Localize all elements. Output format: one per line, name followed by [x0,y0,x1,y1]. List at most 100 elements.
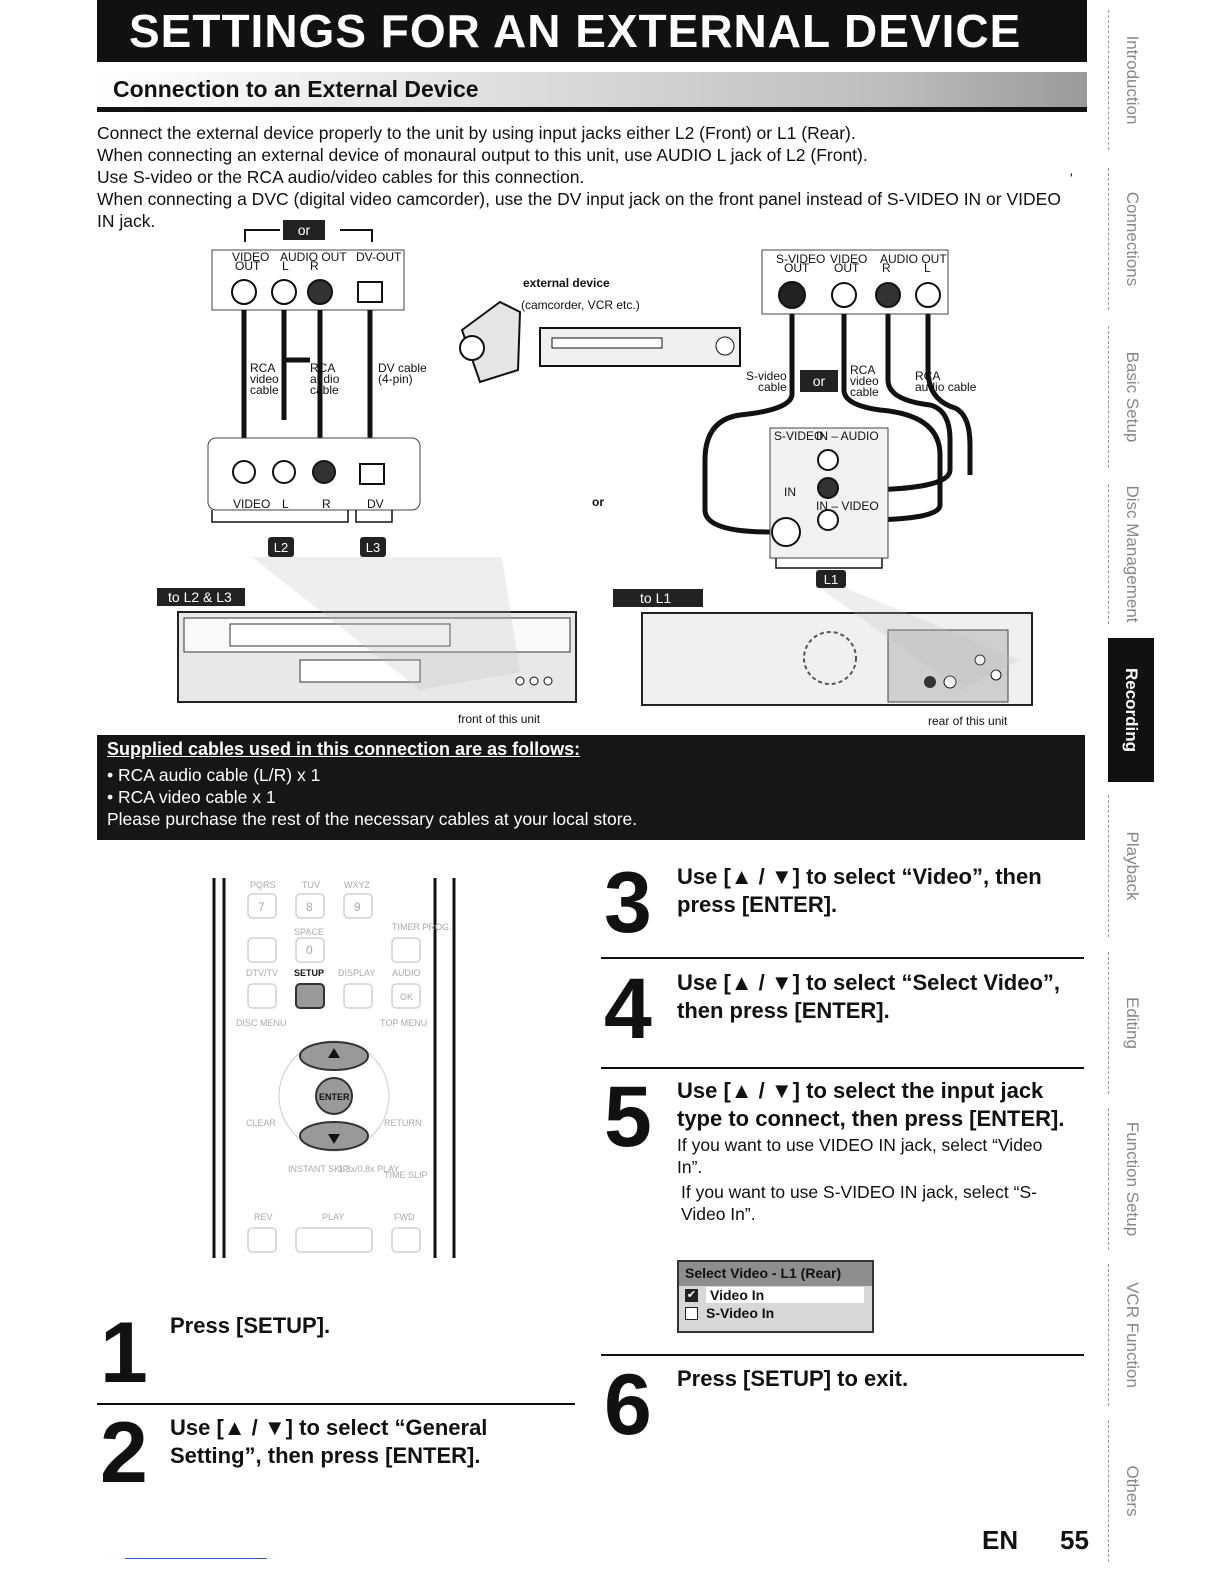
remote-key-9: 9 [354,900,361,914]
remote-pqrs: PQRS [250,880,276,890]
rca-audio-label: cable [310,383,339,397]
option-s-video-in[interactable]: S-Video In [679,1304,872,1322]
video-out-label-2: OUT [235,259,261,273]
remote-play: PLAY [322,1212,344,1222]
tab-others[interactable]: Others [1108,1420,1154,1562]
svideo-cable-label: cable [758,380,787,394]
tab-disc-management[interactable]: Disc Management [1108,484,1154,624]
connection-diagram: or VIDEO OUT AUDIO OUT L R DV-OUT RCA vi… [157,220,1033,728]
step-number: 5 [604,1069,652,1165]
remote-enter: ENTER [319,1092,350,1102]
remote-disc-menu: DISC MENU [236,1018,287,1028]
option-label: Video In [706,1287,864,1303]
checkbox-icon[interactable] [685,1306,698,1320]
remote-ok: OK [400,992,413,1002]
step-number: 3 [604,855,652,951]
remote-tuv: TUV [302,880,320,890]
step-3: 3 Use [▲ / ▼] to select “Video”, then pr… [604,860,1074,950]
step-divider [601,957,1084,959]
rca-video-label-r: RCA [850,363,875,377]
checkbox-icon[interactable]: ✔ [685,1288,698,1302]
step-text: Use [▲ / ▼] to select the input jack typ… [677,1078,1065,1131]
remote-key-7: 7 [258,900,265,914]
unit-rear-illustration [641,612,1033,706]
to-l1-label: to L1 [640,590,671,606]
front-video-label: VIDEO [233,497,270,511]
video-out-label-r: VIDEO [830,252,867,266]
tab-label: Playback [1122,831,1142,901]
remote-timer-prog: TIMER PROG. [392,922,452,932]
video-out-label-r2: OUT [834,261,860,275]
option-video-in[interactable]: ✔ Video In [679,1286,872,1304]
tab-label: Recording [1122,667,1141,753]
supplied-line: • RCA video cable x 1 [107,787,276,807]
step-text: Use [▲ / ▼] to select “General Setting”,… [170,1415,488,1468]
remote-wxyz: WXYZ [344,880,371,890]
audio-l-label: L [282,259,289,273]
remote-audio: AUDIO [392,968,421,978]
tab-playback[interactable]: Playback [1108,795,1154,937]
badge-l2: L2 [274,540,288,555]
intro-line: Use S-video or the RCA audio/video cable… [97,167,585,187]
remote-clear: CLEAR [246,1118,277,1128]
remote-play-speed: 1.3x/0.8x PLAY [338,1164,399,1174]
rca-audio-label-r: audio cable [915,380,977,394]
tab-recording[interactable]: Recording [1108,638,1154,782]
tab-vcr-function[interactable]: VCR Function [1108,1264,1154,1406]
front-r-label: R [322,497,331,511]
rca-audio-label: RCA [310,361,335,375]
intro-line: When connecting an external device of mo… [97,145,868,165]
footer-rule [125,1558,267,1559]
step-divider [97,1403,575,1405]
remote-key-0: 0 [306,943,313,957]
front-dv-label: DV [367,497,384,511]
rca-audio-label-r: RCA [915,369,940,383]
remote-dtv-tv: DTV/TV [246,968,278,978]
dv-cable-label: DV cable [378,361,427,375]
rca-audio-label: audio [310,372,340,386]
select-video-title: Select Video - L1 (Rear) [679,1262,872,1286]
step-6: 6 Press [SETUP] to exit. [604,1362,1074,1452]
remote-top-menu: TOP MENU [380,1018,427,1028]
badge-l3: L3 [366,540,380,555]
stray-mark: ' [1070,170,1073,186]
step-note: If you want to use VIDEO IN jack, select… [677,1135,1043,1177]
audio-r-label-r: R [882,261,891,275]
rear-in-label: IN [784,485,796,499]
or-label-top: or [298,222,311,238]
step-number: 2 [100,1405,148,1501]
tab-function-setup[interactable]: Function Setup [1108,1108,1154,1250]
rear-in-audio-label: IN – AUDIO [816,429,879,443]
tab-label: VCR Function [1122,1282,1142,1388]
vcr-illustration [539,327,741,367]
tab-introduction[interactable]: Introduction [1108,10,1154,150]
section-heading: Connection to an External Device [97,72,1087,112]
tab-label: Others [1122,1465,1142,1517]
step-text: Press [SETUP] to exit. [677,1366,909,1391]
supplied-heading: Supplied cables used in this connection … [107,739,581,759]
rear-caption: rear of this unit [928,714,1008,728]
remote-display: DISPLAY [338,968,375,978]
step-text: Use [▲ / ▼] to select “Select Video”, th… [677,970,1061,1023]
supplied-cables-box: Supplied cables used in this connection … [97,735,1085,840]
remote-setup-label: SETUP [294,968,324,978]
external-device-label: external device [523,276,610,290]
badge-l1: L1 [824,572,838,587]
step-2: 2 Use [▲ / ▼] to select “General Setting… [100,1410,570,1500]
audio-r-label: R [310,259,319,273]
remote-key-8: 8 [306,900,313,914]
audio-out-label: AUDIO OUT [280,250,347,264]
step-4: 4 Use [▲ / ▼] to select “Select Video”, … [604,966,1074,1056]
remote-return: RETURN [384,1118,422,1128]
tab-label: Editing [1122,997,1142,1049]
step-divider [601,1354,1084,1356]
option-label: S-Video In [706,1305,775,1321]
rca-video-label-r: video [850,374,879,388]
audio-out-label-r: AUDIO OUT [880,252,947,266]
tab-basic-setup[interactable]: Basic Setup [1108,326,1154,468]
tab-label: Connections [1122,191,1142,287]
step-text: Press [SETUP]. [170,1313,331,1338]
intro-line: When connecting a DVC (digital video cam… [97,189,1061,231]
tab-connections[interactable]: Connections [1108,168,1154,310]
tab-editing[interactable]: Editing [1108,952,1154,1094]
